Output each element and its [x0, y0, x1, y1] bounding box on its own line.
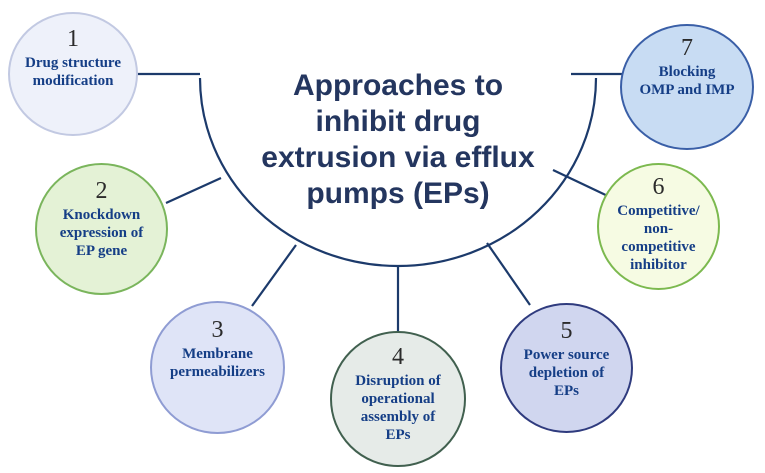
- approach-node-6: 6 Competitive/ non- competitive inhibito…: [597, 163, 720, 290]
- connector-2: [165, 176, 222, 205]
- approach-node-4: 4 Disruption of operational assembly of …: [330, 331, 466, 467]
- node-label: Membrane permeabilizers: [170, 346, 265, 380]
- node-label: Power source depletion of EPs: [523, 347, 610, 399]
- node-label: Knockdown expression of EP gene: [59, 207, 144, 259]
- connector-5: [486, 242, 531, 306]
- approach-node-1: 1 Drug structure modification: [8, 12, 138, 136]
- connector-3: [251, 244, 297, 307]
- node-label: Disruption of operational assembly of EP…: [355, 373, 441, 443]
- node-number: 6: [652, 174, 665, 200]
- approach-node-2: 2 Knockdown expression of EP gene: [35, 163, 168, 295]
- approach-node-3: 3 Membrane permeabilizers: [150, 301, 285, 434]
- node-label: Drug structure modification: [25, 55, 121, 89]
- title-line-4: pumps (EPs): [306, 177, 489, 210]
- node-number: 1: [67, 26, 79, 52]
- node-label: Blocking OMP and IMP: [639, 64, 735, 98]
- node-number: 2: [95, 178, 108, 204]
- central-title: Approaches to inhibit drug extrusion via…: [261, 69, 535, 210]
- title-line-3: extrusion via efflux: [261, 141, 535, 174]
- node-label: Competitive/ non- competitive inhibitor: [617, 203, 700, 273]
- title-line-1: Approaches to: [293, 69, 503, 102]
- connector-6: [552, 169, 613, 199]
- node-number: 5: [560, 318, 573, 344]
- node-number: 4: [392, 344, 404, 370]
- approach-node-7: 7 Blocking OMP and IMP: [620, 24, 754, 150]
- title-line-2: inhibit drug: [316, 105, 481, 138]
- node-number: 7: [681, 35, 693, 61]
- node-number: 3: [211, 317, 224, 343]
- approach-node-5: 5 Power source depletion of EPs: [500, 303, 633, 433]
